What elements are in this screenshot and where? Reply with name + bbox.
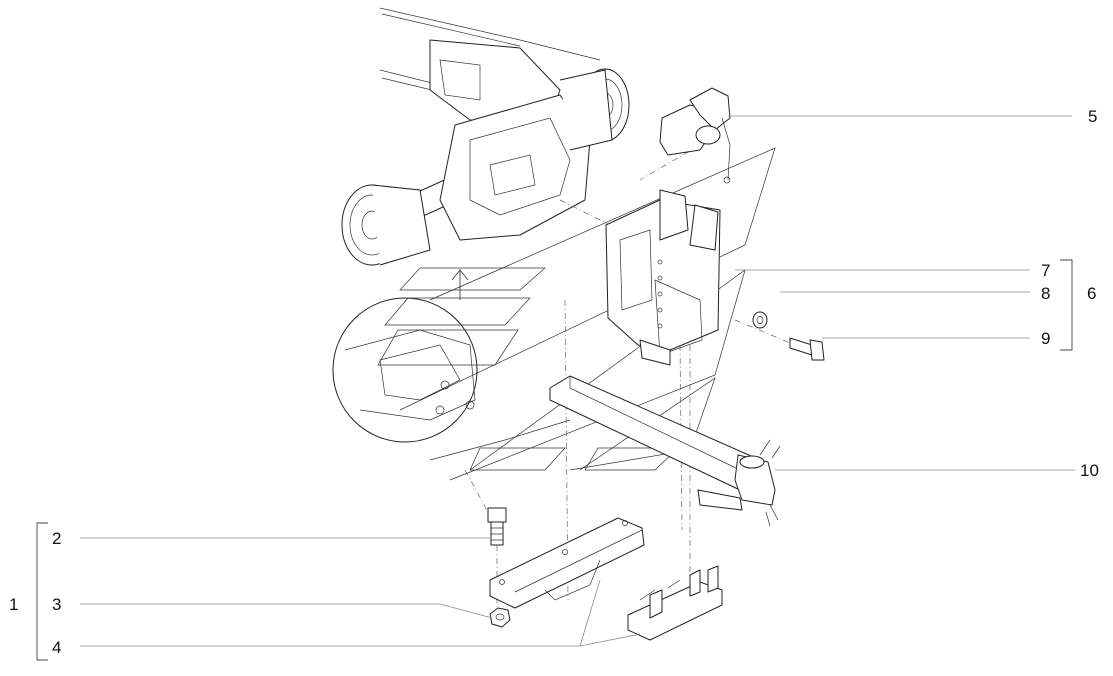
callout-10: 10 [1080,461,1099,480]
group-bracket-right [1060,259,1073,351]
support-bracket [627,565,723,641]
callout-6: 6 [1087,284,1097,303]
bolt-part-2 [487,507,507,546]
tow-hitch-coupling [659,87,731,184]
hex-bolt [789,337,825,361]
mounting-bracket [605,189,721,366]
callout-3: 3 [52,595,62,614]
axle-frame-assembly [341,7,630,300]
group-bracket-left [36,522,48,661]
leader-lines [80,115,1075,647]
callout-1: 1 [9,595,19,614]
callout-7: 7 [1041,261,1051,280]
nut-part-3 [489,607,511,628]
support-plate [489,517,645,609]
callout-8: 8 [1041,284,1051,303]
callout-4: 4 [52,638,62,657]
callout-9: 9 [1041,329,1051,348]
tow-bar [549,375,781,527]
detail-view-circle [332,297,478,443]
washer [752,311,768,329]
callout-5: 5 [1088,107,1098,126]
callout-2: 2 [52,529,62,548]
